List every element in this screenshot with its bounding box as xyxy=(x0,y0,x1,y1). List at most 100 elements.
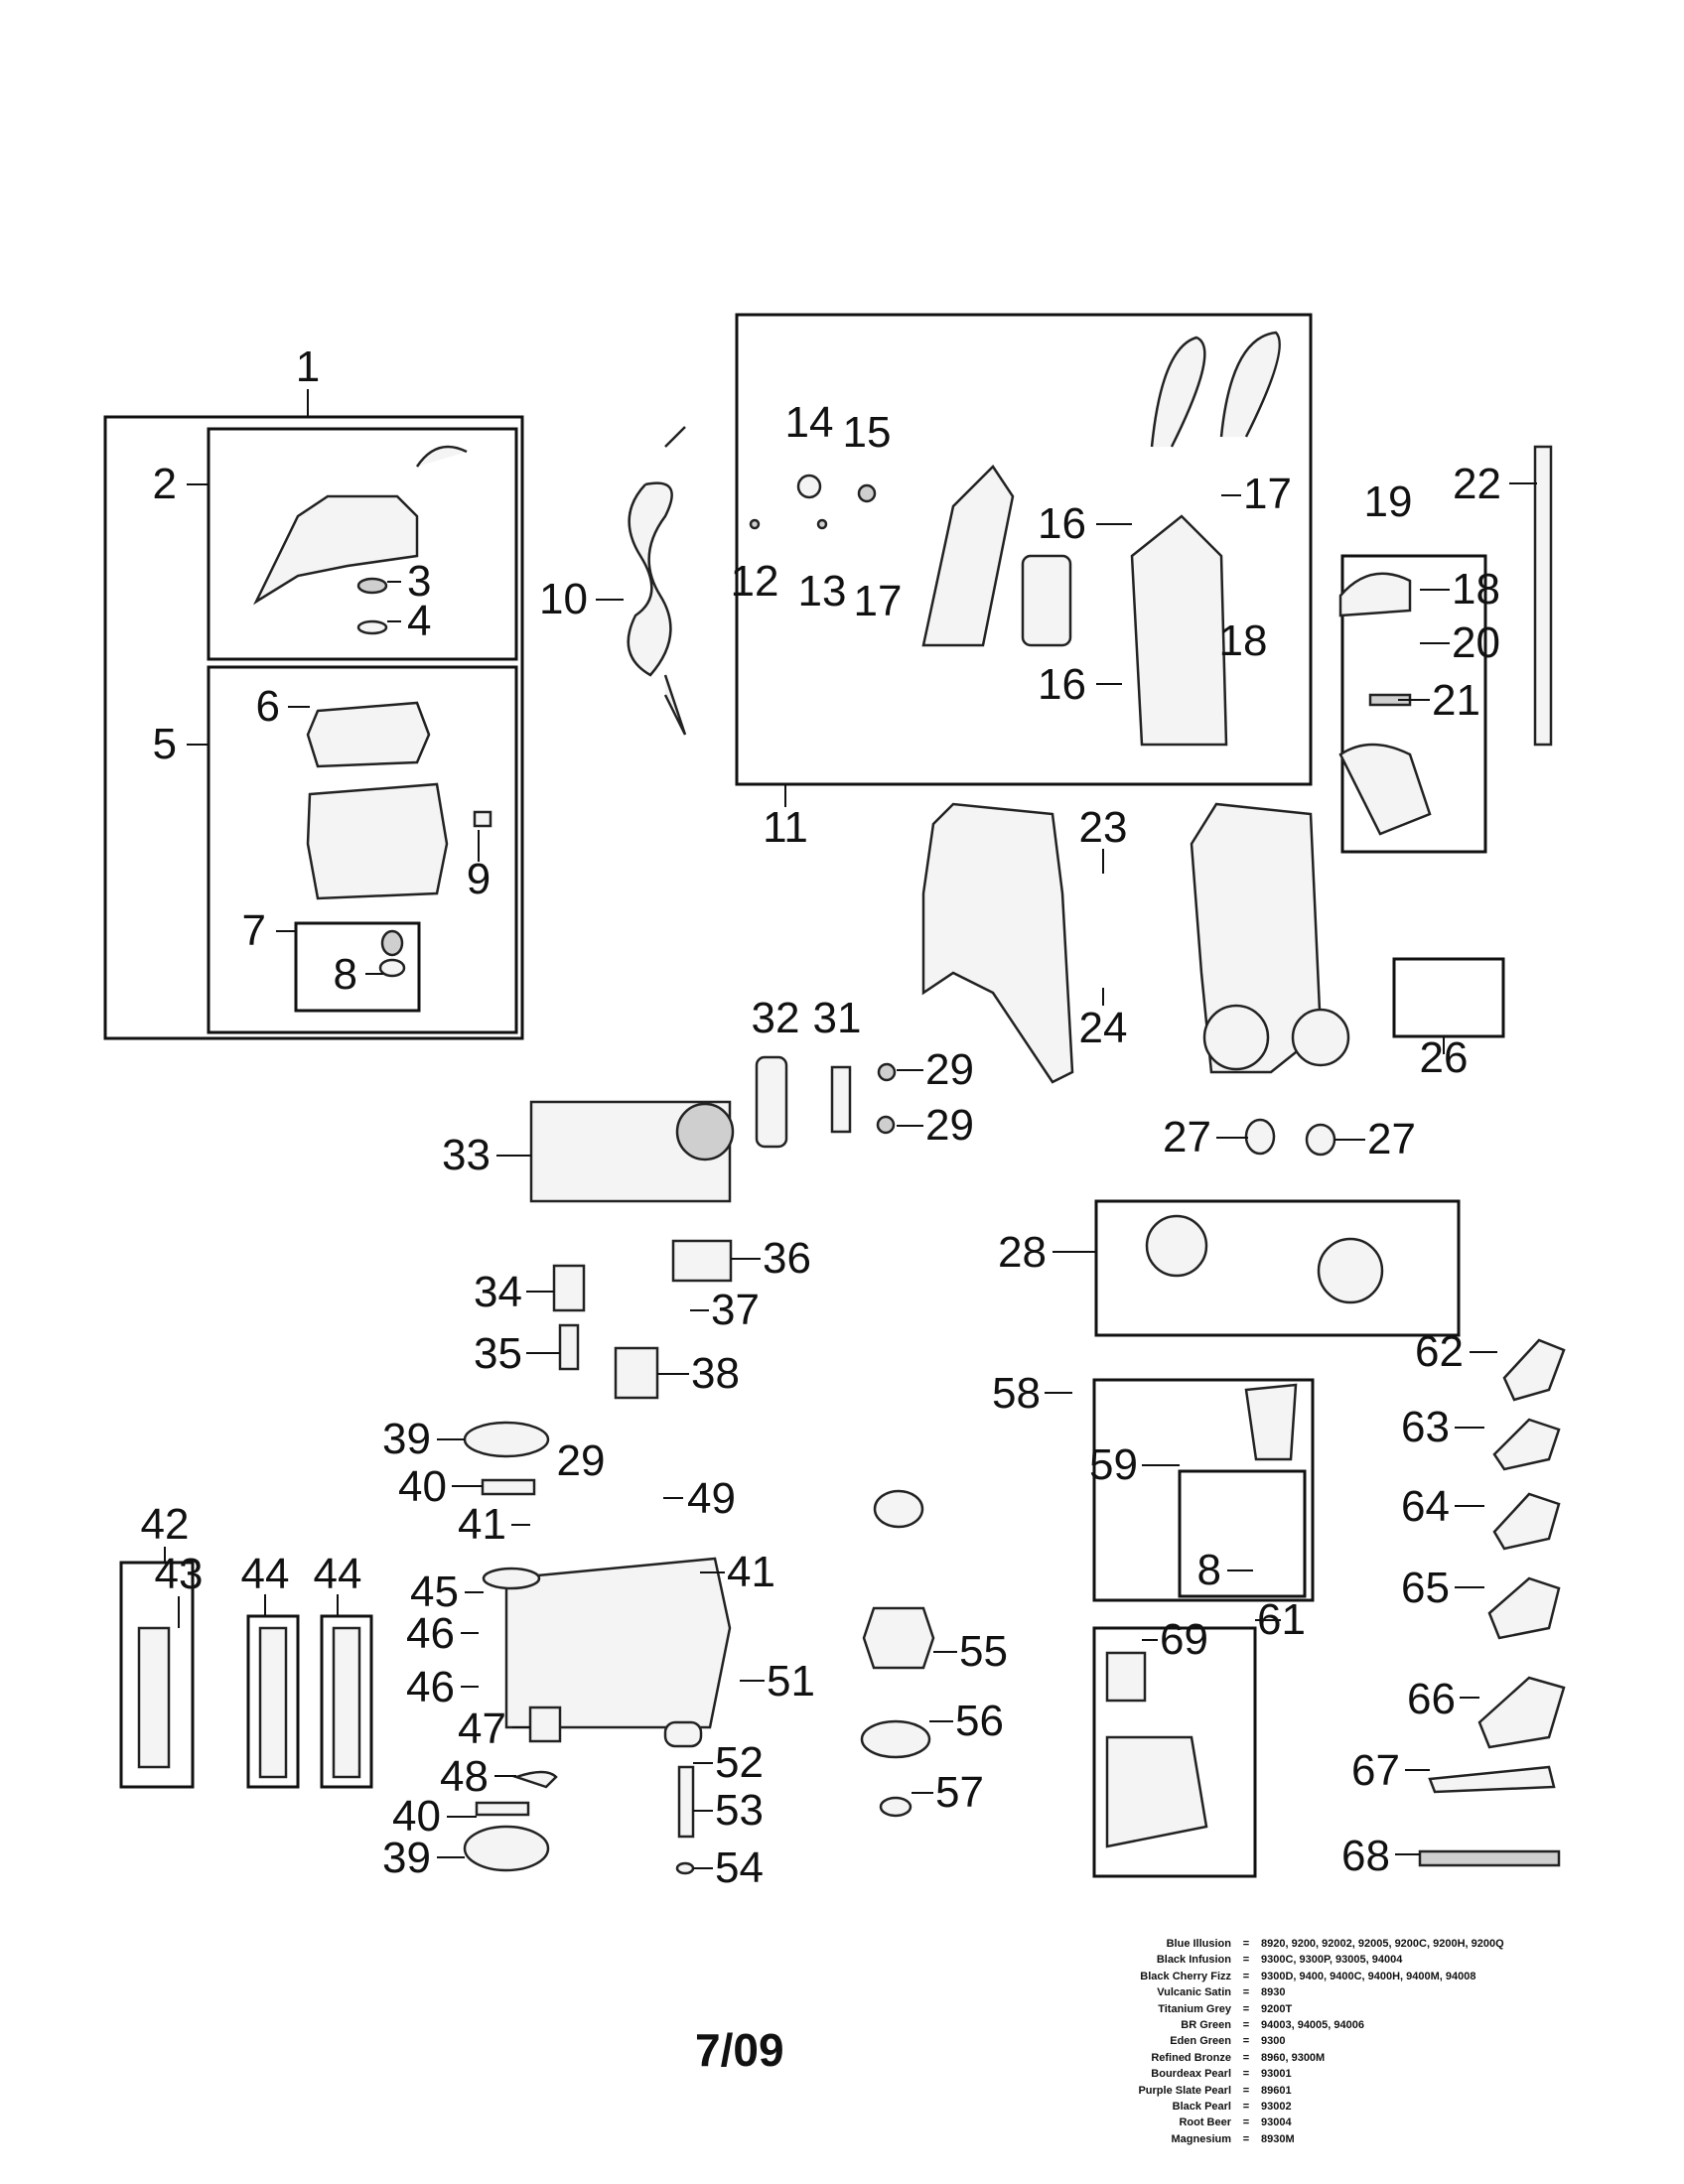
grip-right-shape xyxy=(1219,331,1281,438)
equals-sign: = xyxy=(1242,1938,1250,1950)
callout-39-lower: 39 xyxy=(382,1834,431,1882)
model-numbers: 8930 xyxy=(1261,1986,1286,1999)
callout-66: 66 xyxy=(1407,1675,1456,1723)
handle-front-shape xyxy=(921,465,1015,647)
handle-assembly-box xyxy=(735,313,1313,786)
motor-35-shape xyxy=(558,1323,580,1371)
callout-35: 35 xyxy=(474,1329,522,1378)
callout-33: 33 xyxy=(442,1131,491,1179)
callout-52: 52 xyxy=(715,1738,764,1787)
color-legend-row: Eden Green=9300 xyxy=(1082,2033,1519,2049)
color-name: Bourdeax Pearl xyxy=(1151,2068,1231,2081)
callout-49: 49 xyxy=(687,1474,736,1523)
color-name: Magnesium xyxy=(1171,2132,1231,2145)
color-name: Titanium Grey xyxy=(1158,2002,1231,2015)
equals-sign: = xyxy=(1242,1986,1250,1999)
callout-10: 10 xyxy=(539,575,588,623)
callout-68: 68 xyxy=(1341,1832,1390,1880)
callout-67: 67 xyxy=(1351,1746,1400,1795)
valve-29b-shape xyxy=(876,1115,896,1135)
color-legend-row: Root Beer=93004 xyxy=(1082,2115,1519,2130)
color-legend: Blue Illusion = 8920, 9200, 92002, 92005, … xyxy=(1082,1936,1519,2147)
seal-57-shape xyxy=(879,1796,912,1818)
clip-40-bottom-shape xyxy=(475,1801,530,1817)
callout-45: 45 xyxy=(410,1568,459,1616)
callout-18: 18 xyxy=(1452,565,1500,614)
rear-wheel-right-shape xyxy=(1291,1008,1350,1067)
motor-cap-shape xyxy=(675,1102,735,1161)
solenoid-38-shape xyxy=(614,1346,659,1400)
wheel-kit-left-shape xyxy=(1145,1214,1208,1278)
callout-14: 14 xyxy=(785,398,834,447)
callout-6: 6 xyxy=(256,682,280,731)
model-numbers: 9300C, 9300P, 93005, 94004 xyxy=(1261,1954,1403,1967)
callout-38: 38 xyxy=(691,1349,740,1398)
color-name: Blue Illusion xyxy=(1166,1938,1231,1950)
callout-4: 4 xyxy=(407,597,431,645)
callout-1: 1 xyxy=(296,342,320,391)
carry-handle-top-shape xyxy=(1338,572,1412,617)
tank-assembly-box xyxy=(103,415,524,1040)
latch-shape xyxy=(473,810,492,828)
callout-62: 62 xyxy=(1415,1327,1464,1376)
callout-5: 5 xyxy=(153,720,177,768)
callout-17-upper: 17 xyxy=(1243,470,1292,518)
model-numbers: 8920, 9200, 92002, 92005, 9200C, 9200H, … xyxy=(1261,1938,1504,1950)
callout-20: 20 xyxy=(1452,618,1500,667)
callout-19: 19 xyxy=(1364,478,1413,526)
clip-40-top-shape xyxy=(481,1478,536,1496)
carry-handle-box xyxy=(1340,554,1487,854)
tool-62-shape xyxy=(1502,1338,1566,1402)
crevice-tool-67-shape xyxy=(1428,1765,1556,1794)
color-legend-row: Black Cherry Fizz=9300D, 9400, 9400C, 94… xyxy=(1082,1969,1519,1984)
color-legend-row: Black Pearl=93002 xyxy=(1082,2099,1519,2115)
model-numbers: 9200T xyxy=(1261,2002,1293,2015)
gasket-shape xyxy=(873,1489,924,1529)
equals-sign: = xyxy=(1242,1970,1250,1982)
color-legend-row: Blue Illusion = 8920, 9200, 92002, 92005, … xyxy=(1082,1936,1519,1952)
callout-57: 57 xyxy=(935,1768,984,1817)
callout-27-right: 27 xyxy=(1367,1115,1416,1163)
callout-37: 37 xyxy=(711,1286,760,1334)
color-legend-row: BR Green=94003, 94005, 94006 xyxy=(1082,2017,1519,2033)
color-legend-row: Refined Bronze=8960, 9300M xyxy=(1082,2050,1519,2066)
handle-rear-shape xyxy=(1130,514,1228,747)
belt-45-shape xyxy=(482,1567,541,1590)
callout-18-handle: 18 xyxy=(1219,616,1268,665)
grip-left-shape xyxy=(1150,336,1206,448)
color-name: Refined Bronze xyxy=(1151,2051,1231,2064)
callout-46-lower: 46 xyxy=(406,1663,455,1711)
callout-3: 3 xyxy=(407,557,431,606)
callout-26: 26 xyxy=(1420,1033,1469,1082)
o-ring-left-shape xyxy=(1244,1118,1276,1156)
brush-strip-1-box xyxy=(246,1614,300,1789)
valve-29a-shape xyxy=(877,1062,897,1082)
hose-clip-box xyxy=(1392,957,1505,1038)
model-numbers: 89601 xyxy=(1261,2084,1292,2097)
nozzle-48-shape xyxy=(512,1770,558,1789)
callout-51: 51 xyxy=(767,1657,815,1706)
model-numbers: 8930M xyxy=(1261,2132,1295,2145)
hose-rack-box xyxy=(1092,1626,1257,1878)
callout-44-left: 44 xyxy=(241,1550,290,1598)
color-legend-row: Magnesium=8930M xyxy=(1082,2131,1519,2147)
motor-55-shape xyxy=(862,1606,935,1670)
callout-42: 42 xyxy=(141,1500,190,1549)
color-name: Black Pearl xyxy=(1172,2101,1231,2114)
equals-sign: = xyxy=(1242,2051,1250,2064)
pump-34-shape xyxy=(552,1264,586,1312)
cover-39-bottom-shape xyxy=(463,1825,550,1872)
callout-22: 22 xyxy=(1453,460,1501,508)
color-name: Vulcanic Satin xyxy=(1157,1986,1231,1999)
callout-7: 7 xyxy=(242,906,266,955)
page-code: 7/09 xyxy=(695,2024,784,2076)
callout-24: 24 xyxy=(1079,1004,1128,1052)
leader-lines xyxy=(164,389,1537,1869)
callout-40-upper: 40 xyxy=(398,1462,447,1511)
callout-55: 55 xyxy=(959,1627,1008,1676)
brush-strip-1-shape xyxy=(258,1626,288,1779)
color-name: Purple Slate Pearl xyxy=(1138,2084,1231,2097)
hose-rack-part-shape xyxy=(1105,1651,1147,1703)
callout-13: 13 xyxy=(798,567,847,615)
